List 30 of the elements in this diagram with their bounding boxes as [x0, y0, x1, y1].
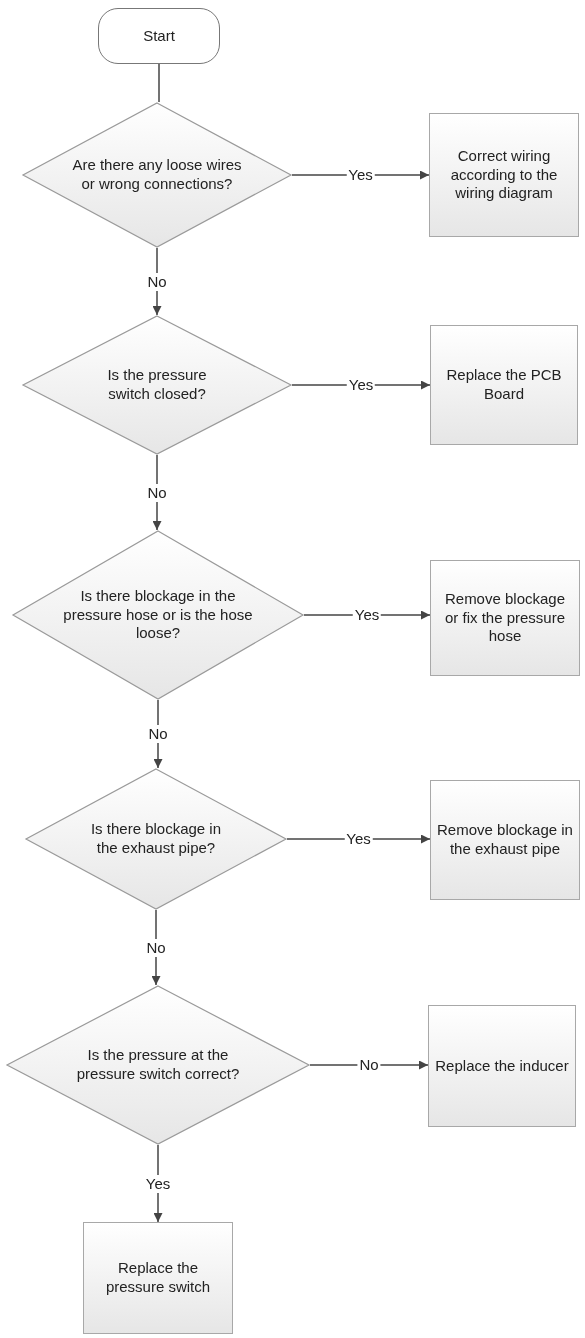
- process-box: [430, 780, 580, 900]
- process-box: [429, 113, 579, 237]
- edge-label: No: [145, 272, 169, 291]
- process-box: [428, 1005, 576, 1127]
- decision-text: Are there any loose wires or wrong connections?: [72, 156, 242, 194]
- decision-text: Is the pressure at the pressure switch correct?: [75, 1046, 241, 1084]
- process-text: Replace the pressure switch: [104, 1259, 212, 1297]
- decision-text: Is there blockage in the exhaust pipe?: [89, 820, 223, 858]
- edge-label: No: [144, 938, 168, 957]
- edge-label: No: [146, 725, 170, 743]
- process-text: Replace the PCB Board: [445, 366, 563, 404]
- decision-diamond: [6, 985, 310, 1145]
- decision-diamond: [22, 315, 292, 455]
- decision-diamond: [25, 768, 287, 910]
- process-box: [430, 560, 580, 676]
- process-text: Remove blockage or fix the pressure hose: [443, 589, 567, 647]
- process-text: Remove blockage in the exhaust pipe: [437, 821, 573, 859]
- decision-text: Is there blockage in the pressure hose or is the hose loose?: [63, 586, 253, 644]
- terminal-text: Start: [142, 26, 176, 46]
- decision-diamond: [12, 530, 304, 700]
- start-terminal: [98, 8, 220, 64]
- decision-text: Is the pressure switch closed?: [106, 366, 208, 404]
- decision-diamond: [22, 102, 292, 248]
- edge-label: No: [145, 483, 169, 502]
- process-box: [83, 1222, 233, 1334]
- process-text: Correct wiring according to the wiring diagram: [449, 146, 559, 204]
- process-text: Replace the inducer: [435, 1056, 569, 1076]
- connector-line: [158, 63, 160, 103]
- process-box: [430, 325, 578, 445]
- edge-label: Yes: [143, 1174, 173, 1193]
